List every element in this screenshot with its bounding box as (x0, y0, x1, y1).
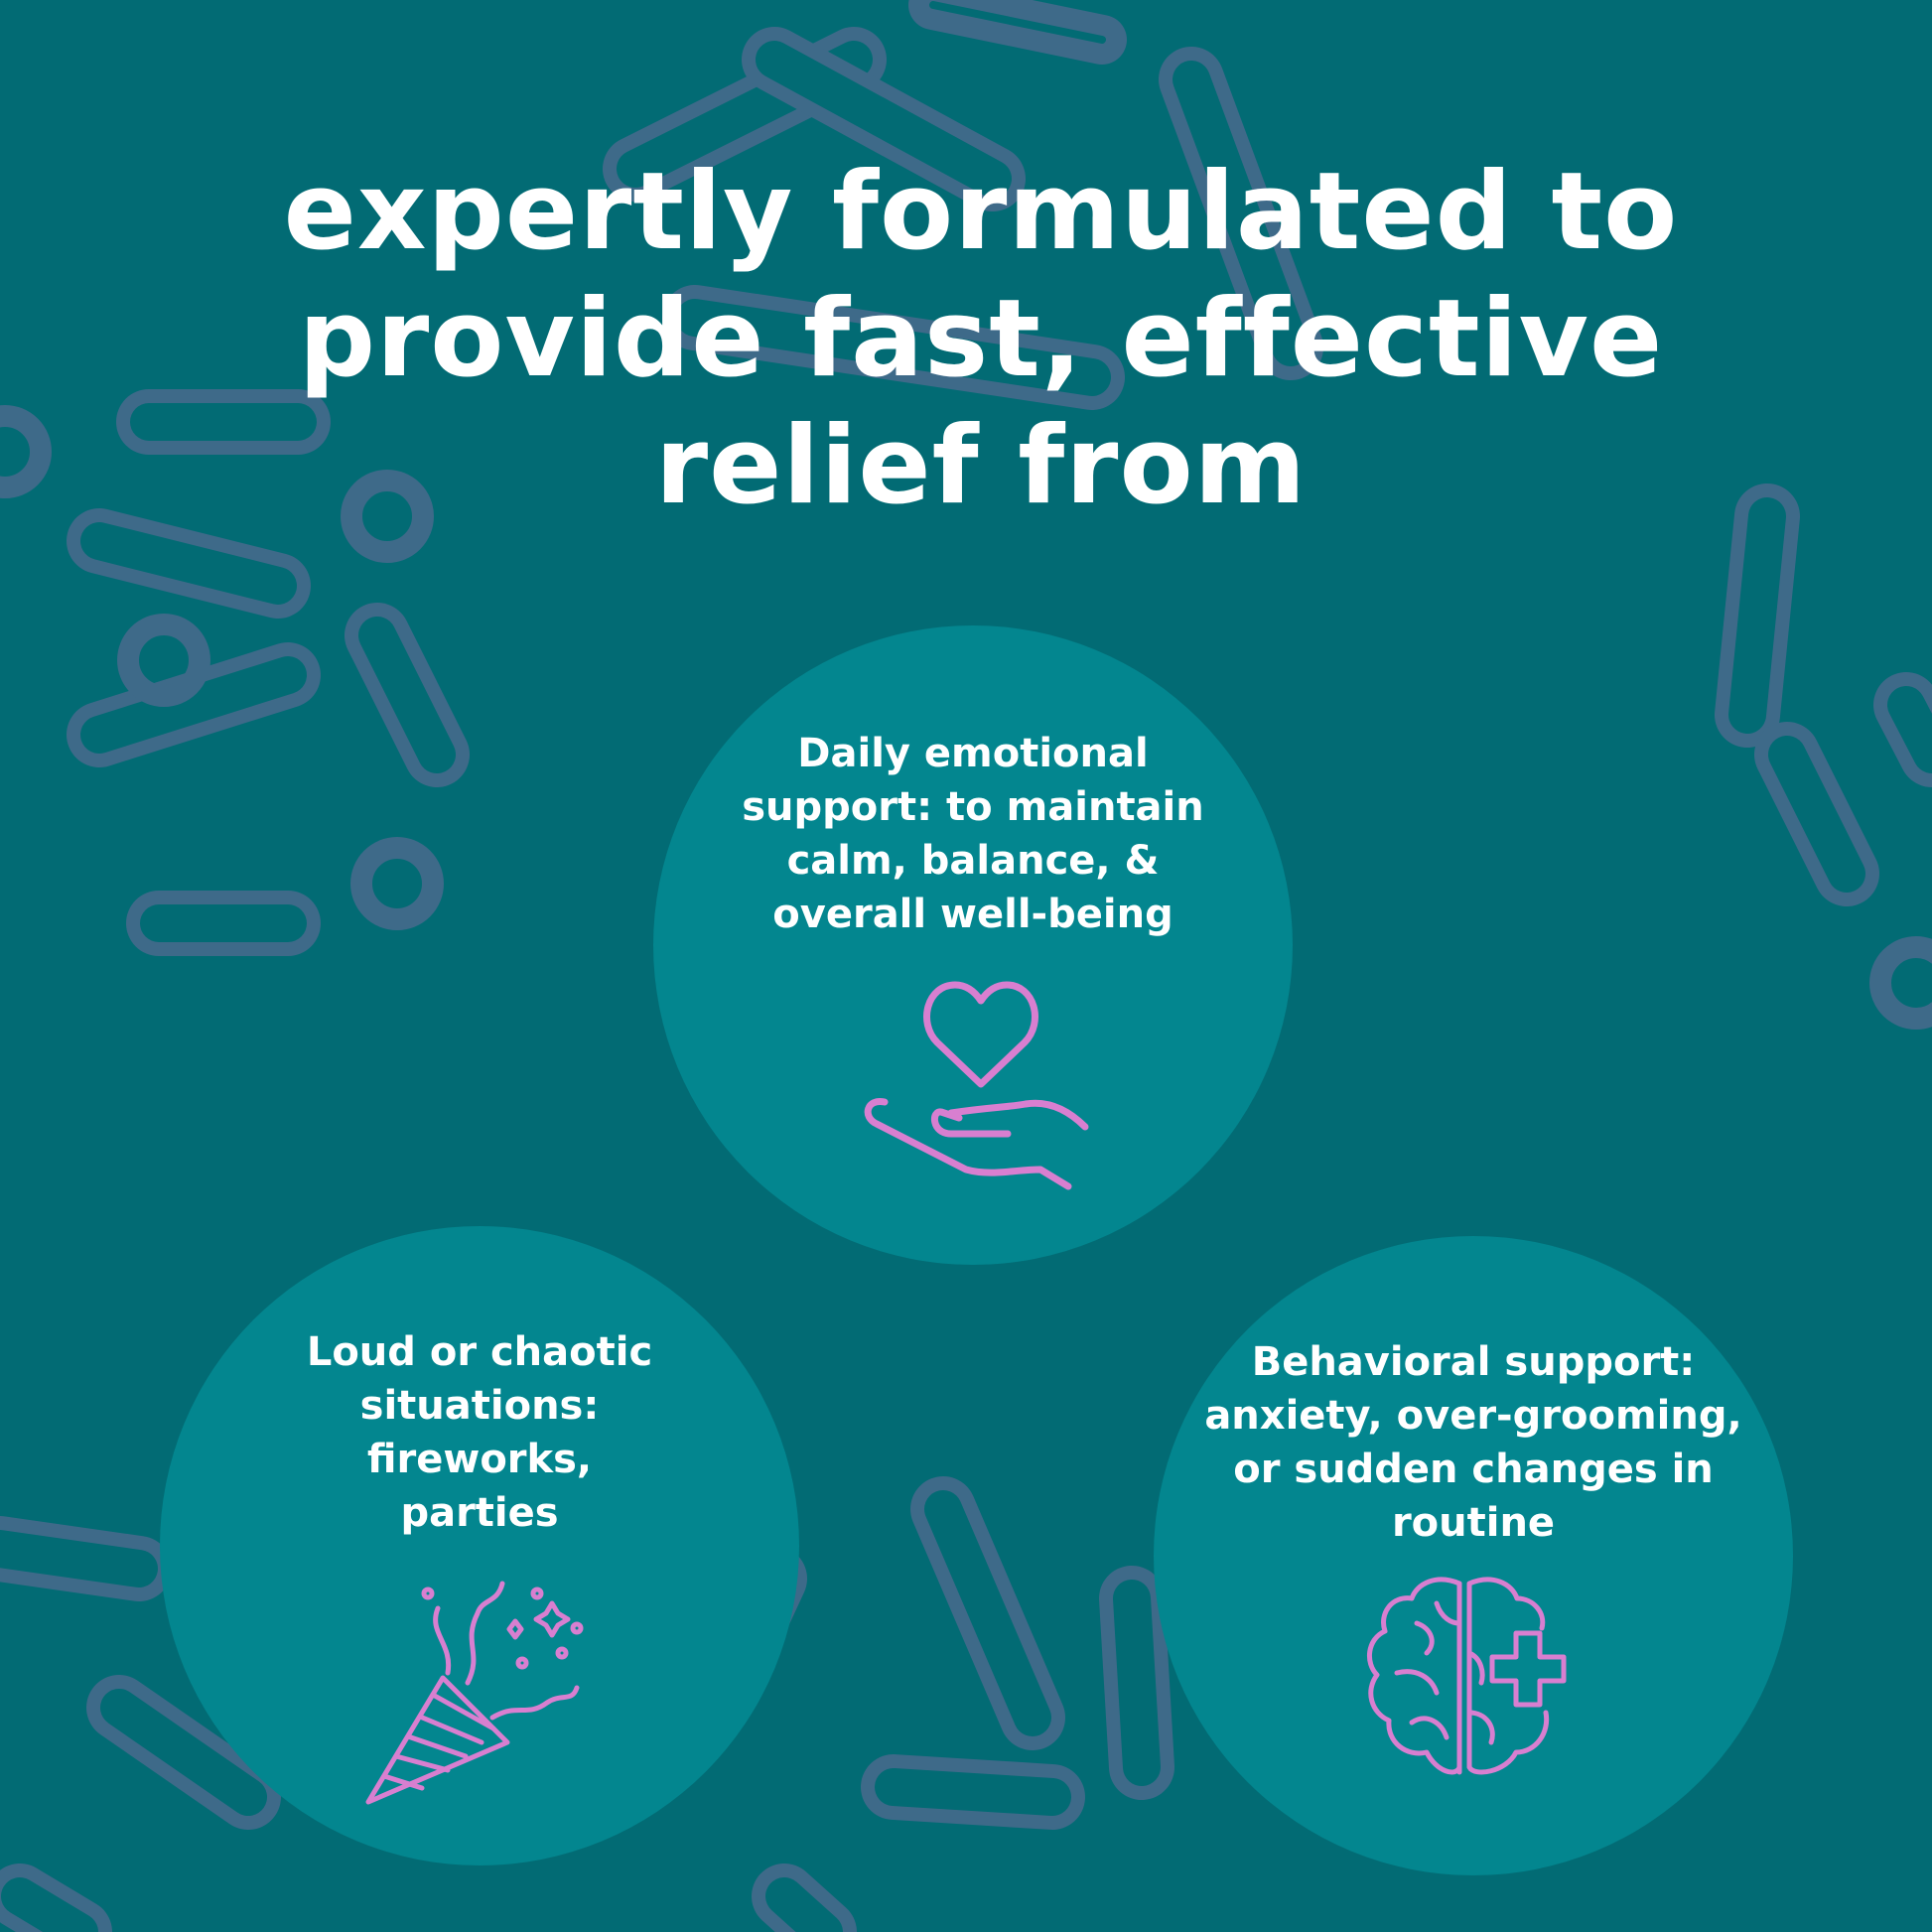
pattern-pill (1173, 61, 1310, 366)
benefit-text: calm, balance, & (786, 838, 1160, 884)
benefit-text: parties (400, 1490, 559, 1536)
benefit-text: situations: (359, 1383, 600, 1429)
pattern-ring (0, 405, 52, 498)
pattern-pill (1887, 686, 1932, 773)
benefit-card-emotional: Daily emotional support: to maintain cal… (653, 625, 1293, 1265)
headline-line: provide fast, effective (298, 277, 1664, 401)
pattern-pill (875, 1768, 1071, 1816)
pattern-ring (341, 470, 434, 563)
benefit-text: or sudden changes in (1233, 1447, 1714, 1492)
heart-in-hand-icon (864, 981, 1089, 1190)
benefit-text: overall well-being (772, 892, 1173, 937)
pattern-pill (358, 617, 456, 773)
pattern-pill (1728, 497, 1786, 734)
pattern-pill (756, 41, 1012, 198)
pattern-ring (117, 614, 210, 707)
pattern-pill (1, 1877, 98, 1932)
pattern-pill (1113, 1580, 1161, 1786)
pattern-pill (924, 1490, 1051, 1736)
benefit-text: anxiety, over-grooming, (1204, 1393, 1742, 1439)
benefit-text: support: to maintain (742, 784, 1204, 830)
pattern-ring (350, 837, 444, 930)
pattern-pill (80, 522, 297, 605)
pattern-pill (676, 299, 1111, 396)
pattern-pill (0, 1530, 158, 1587)
benefit-text: routine (1391, 1500, 1556, 1546)
brain-plus-icon (1367, 1577, 1567, 1775)
benefit-text: Behavioral support: (1251, 1339, 1696, 1385)
headline-line: expertly formulated to (283, 150, 1679, 274)
benefit-text: Loud or chaotic (306, 1329, 653, 1375)
pattern-pill (80, 656, 307, 754)
pattern-pill (765, 1877, 843, 1932)
benefit-card-chaotic: Loud or chaotic situations: fireworks, p… (160, 1226, 799, 1865)
party-popper-icon (365, 1581, 584, 1805)
benefit-card-behavioral: Behavioral support: anxiety, over-groomi… (1154, 1236, 1793, 1875)
benefit-text: Daily emotional (797, 731, 1149, 776)
benefit-text: fireworks, (366, 1437, 593, 1482)
pattern-pill (1768, 736, 1865, 893)
headline-line: relief from (654, 404, 1308, 528)
pattern-ring (1869, 936, 1932, 1030)
headline: expertly formulated to provide fast, eff… (0, 149, 1932, 530)
pattern-pill (100, 1689, 267, 1816)
